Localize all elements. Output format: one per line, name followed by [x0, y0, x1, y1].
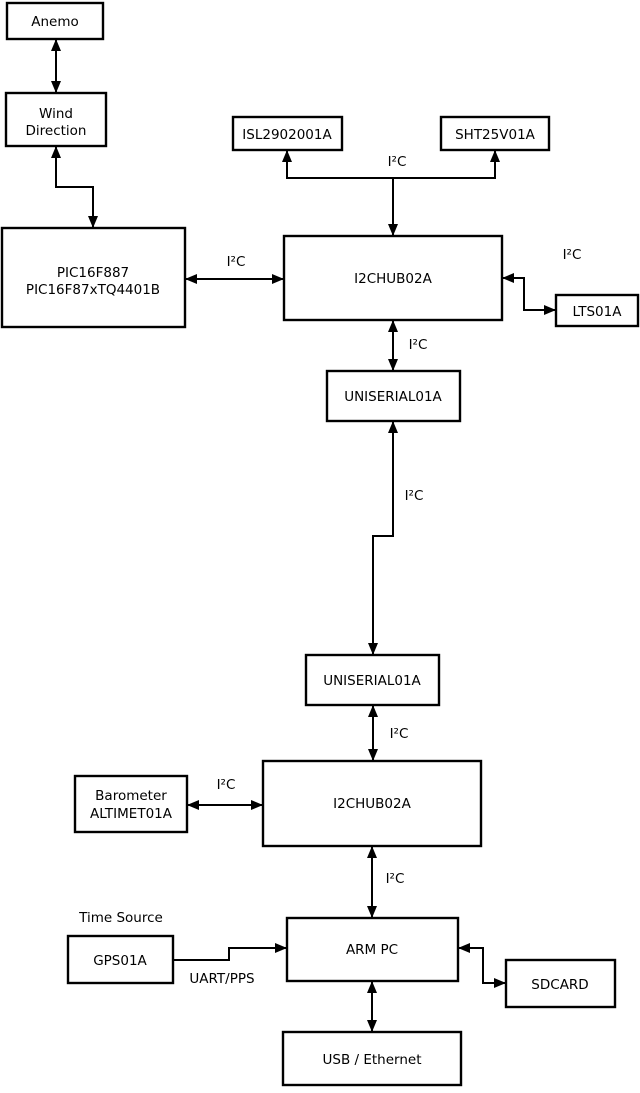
barometer-label-line2: ALTIMET01A [90, 806, 173, 822]
barometer-box [73, 774, 189, 834]
pic-controller-box [0, 226, 187, 329]
node-usb-ethernet: USB / Ethernet [281, 1030, 463, 1087]
edge-i2chub-sht [393, 150, 500, 179]
i2chub-bottom-label: I2CHUB02A [333, 796, 411, 812]
edge-winddirection-pic [51, 146, 98, 228]
i2c-label-pic-hub: I²C [227, 254, 246, 270]
arm-pc-box [285, 916, 460, 983]
sdcard-box [504, 958, 617, 1009]
i2chub-top-box [282, 234, 504, 322]
node-i2chub-bottom: I2CHUB02A [261, 759, 483, 848]
edge-gps-armpc [173, 943, 287, 961]
node-sdcard: SDCARD [504, 958, 617, 1009]
i2c-label-long-link: I²C [405, 488, 424, 504]
i2c-label-uniserial-hub2: I²C [390, 726, 409, 742]
uart-pps-label: UART/PPS [189, 971, 254, 987]
i2c-label-hub-uniserial: I²C [409, 337, 428, 353]
i2chub-bottom-box [261, 759, 483, 848]
lts01a-label: LTS01A [573, 304, 623, 320]
node-arm-pc: ARM PC [285, 916, 460, 983]
time-source-label: Time Source [78, 910, 163, 926]
pic-controller-label-line1: PIC16F887 [57, 265, 129, 281]
gps01a-label: GPS01A [93, 953, 147, 969]
lts01a-box [554, 293, 640, 328]
isl2902001a-box [231, 115, 344, 152]
gps01a-box [66, 934, 175, 985]
anemo-box [5, 1, 105, 41]
node-anemo: Anemo [5, 1, 105, 41]
wind-direction-label-line1: Wind [39, 106, 73, 122]
wind-direction-label-line2: Direction [26, 123, 87, 139]
anemo-label: Anemo [31, 14, 79, 30]
barometer-label-line1: Barometer [95, 788, 167, 804]
edge-i2chub-isl [282, 150, 398, 236]
wind-direction-box [4, 91, 108, 148]
sht25v01a-box [439, 115, 551, 152]
node-gps01a: GPS01A [66, 934, 175, 985]
usb-ethernet-box [281, 1030, 463, 1087]
isl2902001a-label: ISL2902001A [242, 127, 332, 143]
edge-armpc-sdcard [458, 943, 506, 988]
i2c-label-barometer: I²C [217, 777, 236, 793]
uniserial-top-label: UNISERIAL01A [344, 389, 442, 405]
pic-controller-label-line2: PIC16F87xTQ4401B [26, 282, 160, 298]
i2chub-top-label: I2CHUB02A [354, 271, 432, 287]
usb-ethernet-label: USB / Ethernet [323, 1052, 422, 1068]
node-lts01a: LTS01A [554, 293, 640, 328]
i2c-label-sensor-branch: I²C [388, 154, 407, 170]
sdcard-label: SDCARD [531, 977, 588, 993]
node-uniserial-top: UNISERIAL01A [325, 369, 462, 423]
node-sht25v01a: SHT25V01A [439, 115, 551, 152]
i2c-label-lts: I²C [563, 247, 582, 263]
node-pic-controller: PIC16F887 PIC16F87xTQ4401B [0, 226, 187, 329]
i2c-label-hub2-armpc: I²C [386, 871, 405, 887]
uniserial-bottom-label: UNISERIAL01A [323, 673, 421, 689]
uniserial-bottom-box [304, 653, 441, 707]
node-i2chub-top: I2CHUB02A [282, 234, 504, 322]
edge-uniserial-uniserial [368, 421, 398, 655]
uniserial-top-box [325, 369, 462, 423]
node-isl2902001a: ISL2902001A [231, 115, 344, 152]
edge-i2chub-lts [502, 273, 556, 315]
node-uniserial-bottom: UNISERIAL01A [304, 653, 441, 707]
node-barometer: Barometer ALTIMET01A [73, 774, 189, 834]
sht25v01a-label: SHT25V01A [455, 127, 536, 143]
node-wind-direction: Wind Direction [4, 91, 108, 148]
arm-pc-label: ARM PC [346, 942, 398, 958]
